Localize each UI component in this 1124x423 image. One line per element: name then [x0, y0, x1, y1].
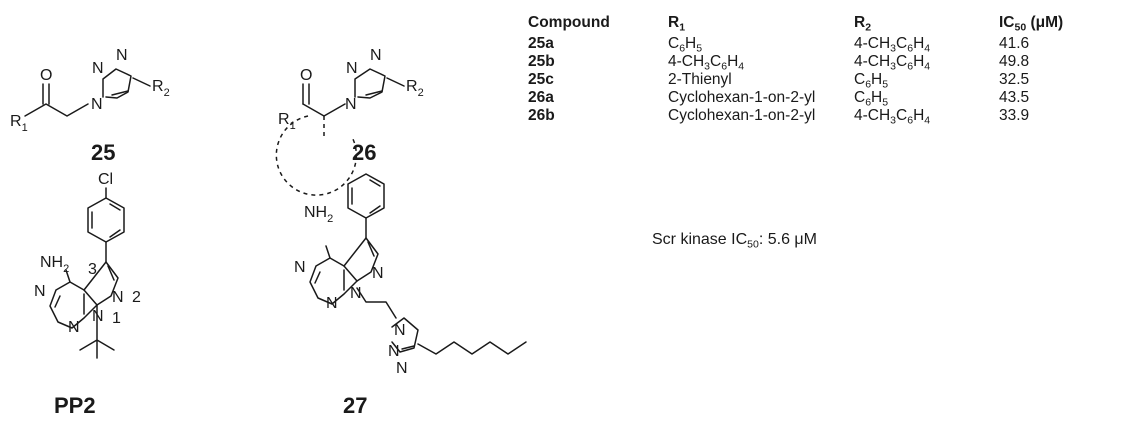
cell-r1: Cyclohexan-1-on-2-yl	[668, 107, 816, 124]
compound-label-pp2: PP2	[54, 393, 96, 418]
table-row: 25c 2-Thienyl C6H5 32.5	[528, 71, 1089, 91]
atom-R1: R1	[10, 113, 28, 134]
cell-r1: C6H5	[668, 35, 703, 55]
atom-O: O	[300, 67, 312, 84]
atom-N-b: N	[68, 319, 80, 336]
table-row: 25b 4-CH3C6H4 4-CH3C6H4 49.8	[528, 53, 1089, 73]
cell-ic50: 32.5	[999, 71, 1030, 88]
cell-ic50: 49.8	[999, 53, 1030, 70]
atom-N1: N	[345, 96, 357, 113]
header-ic50: IC50 (μM)	[999, 14, 1064, 34]
cell-r2: 4-CH3C6H4	[854, 53, 931, 73]
atom-Nt1: N	[394, 322, 406, 339]
cell-r1: Cyclohexan-1-on-2-yl	[668, 89, 816, 106]
compound-label-26: 26	[352, 140, 376, 165]
atom-N1: N	[92, 308, 104, 325]
position-3: 3	[88, 261, 97, 278]
cell-compound: 25c	[528, 71, 554, 88]
structure-27: NH2 N N N N N N N 27	[294, 173, 527, 418]
cell-compound: 25b	[528, 53, 555, 70]
structure-25: O N N N R1 R2 25	[10, 47, 170, 165]
table-row: 26a Cyclohexan-1-on-2-yl C6H5 43.5	[528, 89, 1089, 109]
compound-label-27: 27	[343, 393, 367, 418]
cell-r2: C6H5	[854, 89, 889, 109]
atom-NH2: NH2	[304, 204, 333, 225]
atom-R2: R2	[406, 78, 424, 99]
atom-O: O	[40, 67, 52, 84]
cell-ic50: 41.6	[999, 35, 1030, 52]
cell-r2: 4-CH3C6H4	[854, 35, 931, 55]
header-compound: Compound	[528, 14, 610, 31]
cell-ic50: 33.9	[999, 107, 1030, 124]
atom-N-a: N	[34, 283, 46, 300]
cell-compound: 26b	[528, 107, 555, 124]
cell-r2: 4-CH3C6H4	[854, 107, 931, 127]
cell-ic50: 43.5	[999, 89, 1030, 106]
cell-r1: 4-CH3C6H4	[668, 53, 745, 73]
atom-N2: N	[372, 265, 384, 282]
cell-compound: 26a	[528, 89, 554, 106]
atom-Cl: Cl	[98, 171, 113, 188]
cell-r1: 2-Thienyl	[668, 71, 732, 88]
atom-N3: N	[116, 47, 128, 64]
header-r2: R2	[854, 14, 872, 34]
atom-R1: R1	[278, 111, 296, 132]
structure-pp2: Cl NH2 N N N N 3 2 1 PP2	[34, 171, 141, 418]
table-header-row: Compound R1 R2 IC50 (μM)	[528, 14, 1089, 35]
cell-compound: 25a	[528, 35, 554, 52]
kinase-ic50-note: Scr kinase IC50: 5.6 μM	[652, 231, 817, 251]
cell-r2: C6H5	[854, 71, 889, 91]
table-row: 25a C6H5 4-CH3C6H4 41.6	[528, 35, 1089, 55]
position-2: 2	[132, 289, 141, 306]
atom-N-a: N	[294, 259, 306, 276]
atom-Nt2: N	[388, 343, 400, 360]
atom-N2: N	[112, 289, 124, 306]
atom-R2: R2	[152, 78, 170, 99]
structure-26: O N N N R1 R2 26	[275, 47, 424, 196]
atom-N1: N	[91, 96, 103, 113]
position-1: 1	[112, 310, 121, 327]
table-row: 26b Cyclohexan-1-on-2-yl 4-CH3C6H4 33.9	[528, 107, 1089, 127]
atom-N-b: N	[326, 295, 338, 312]
atom-N2: N	[346, 60, 358, 77]
atom-NH2: NH2	[40, 254, 69, 275]
atom-N2: N	[92, 60, 104, 77]
atom-Nt3: N	[396, 360, 408, 377]
compound-label-25: 25	[91, 140, 115, 165]
atom-N3: N	[370, 47, 382, 64]
atom-N1: N	[350, 285, 362, 302]
header-r1: R1	[668, 14, 686, 34]
